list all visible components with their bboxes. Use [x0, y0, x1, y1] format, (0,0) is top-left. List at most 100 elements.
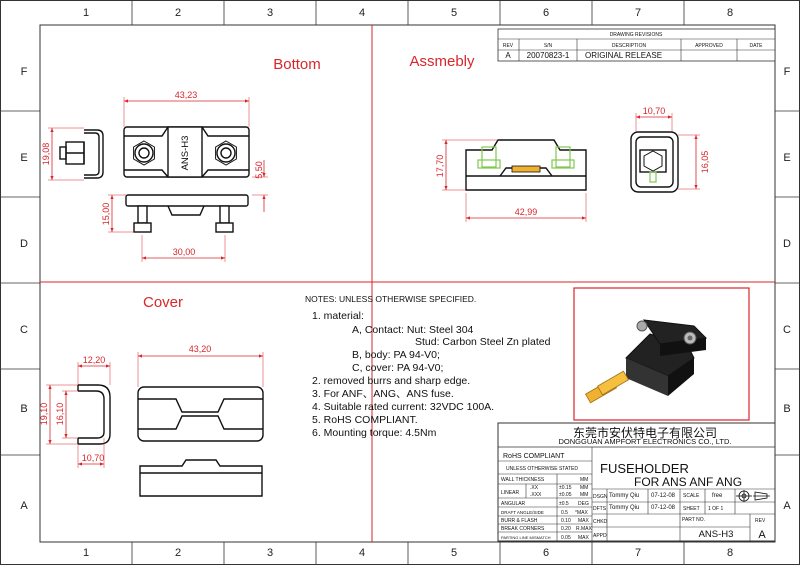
unless-label: UNLESS OTHERWISE STATED	[506, 466, 578, 472]
drawing-title-line2: FOR ANS ANF ANG	[634, 475, 742, 489]
bottom-plan	[123, 126, 250, 178]
view-title-bottom: Bottom	[273, 56, 321, 73]
revision-col-approved: APPROVED	[695, 43, 723, 49]
rev-label: REV	[755, 518, 766, 524]
linear-xx-unit: MM	[580, 485, 588, 491]
revision-table: DRAWING REVISIONS REV S/N DESCRIPTION AP…	[497, 28, 776, 62]
grid-row-C-right: C	[783, 324, 791, 336]
corners-unit: R.MAX	[576, 526, 593, 532]
cover-side	[77, 384, 111, 445]
dim-assembly-width: 42,99	[515, 207, 538, 217]
dfts-name: Tommy Qiu	[609, 505, 639, 511]
dim-bottom-hole-pitch: 30,00	[173, 247, 196, 257]
parting-value: 0.05	[561, 535, 571, 541]
parting-label: PARTING LINE MISMATCH	[501, 535, 551, 540]
grid-col-1: 1	[83, 7, 89, 19]
grid-row-F-right: F	[784, 66, 791, 78]
linear-xxx-unit: MM	[580, 492, 588, 498]
linear-label: LINEAR	[501, 490, 519, 496]
revision-header: DRAWING REVISIONS	[610, 32, 663, 38]
grid-col-1-bottom: 1	[83, 547, 89, 559]
notes-heading: NOTES: UNLESS OTHERWISE SPECIFIED.	[305, 294, 476, 304]
grid-col-5: 5	[451, 7, 457, 19]
grid-row-B-right: B	[783, 403, 790, 415]
grid-col-7: 7	[635, 7, 641, 19]
grid-col-8-bottom: 8	[727, 547, 733, 559]
grid-row-A-right: A	[783, 500, 791, 512]
revision-rev-value: A	[505, 51, 511, 60]
dim-assembly-side-height: 16,05	[700, 151, 710, 174]
appd-label: APPD	[593, 533, 607, 539]
grid-row-labels: F E D C B A F E D C B A	[20, 66, 791, 512]
bottom-part-label: ANS-H3	[180, 136, 191, 171]
linear-xxx-tol: ±0.05	[559, 492, 572, 498]
grid-col-8: 8	[727, 7, 733, 19]
part-no-label: PART NO.	[682, 517, 705, 523]
grid-row-A: A	[20, 500, 28, 512]
revision-col-rev: REV	[503, 43, 514, 49]
dim-bottom-front-height: 15,00	[101, 203, 111, 226]
angular-label: ANGULAR	[501, 501, 526, 507]
bottom-front	[125, 194, 249, 233]
burr-label: BURR & FLASH	[501, 518, 538, 524]
view-title-assembly: Assmebly	[409, 53, 475, 70]
part-number: ANS-H3	[699, 529, 734, 540]
note-line-7: 3. For ANF、ANG、ANS fuse.	[312, 388, 454, 400]
angular-unit: DEG	[578, 501, 589, 507]
company-name-cn: 东莞市安伏特电子有限公司	[573, 425, 717, 440]
notes: NOTES: UNLESS OTHERWISE SPECIFIED. 1. ma…	[305, 294, 551, 439]
dsgn-name: Tommy Qiu	[609, 493, 639, 499]
dim-cover-side-bottom: 10,70	[82, 453, 105, 463]
grid-row-E: E	[20, 152, 27, 164]
scale-label: SCALE	[683, 493, 700, 499]
cover-plan	[137, 386, 264, 442]
grid-col-4: 4	[359, 7, 365, 19]
bottom-side-profile	[59, 129, 104, 179]
view-dividers	[40, 25, 775, 542]
corners-value: 0.20	[561, 526, 571, 532]
sheet-value: 1 OF 1	[708, 506, 724, 512]
revision-col-sn: S/N	[544, 43, 553, 49]
grid-row-B: B	[20, 403, 27, 415]
note-line-2: A, Contact: Nut: Steel 304	[352, 324, 474, 336]
dsgn-date: 07-12-08	[651, 493, 676, 499]
bottom-view: 19,08 ANS-H3 43,23 5,50	[41, 90, 268, 262]
revision-col-desc: DESCRIPTION	[612, 43, 647, 49]
sheet-label: SHEET	[683, 506, 700, 512]
rohs-label: RoHS COMPLIANT	[503, 453, 565, 460]
draft-unit: °MAX	[575, 510, 588, 516]
dfts-date: 07-12-08	[651, 505, 676, 511]
revision-sn-value: 20070823-1	[527, 51, 570, 60]
assembly-front	[465, 139, 587, 191]
dim-cover-side-width: 12,20	[83, 355, 106, 365]
note-line-6: 2. removed burrs and sharp edge.	[312, 375, 470, 387]
grid-row-E-right: E	[783, 152, 790, 164]
parting-unit: MAX	[578, 535, 590, 541]
projection-symbol-icon	[736, 490, 770, 502]
dsgn-label: DSGN	[593, 494, 608, 500]
dim-cover-side-height-inner: 16,10	[55, 403, 65, 426]
linear-xx-tol: ±0.15	[559, 485, 572, 491]
dfts-label: DFTS	[593, 506, 607, 512]
grid-col-2-bottom: 2	[175, 547, 181, 559]
grid-col-6-bottom: 6	[543, 547, 549, 559]
grid-row-D: D	[20, 238, 28, 250]
grid-row-C: C	[20, 324, 28, 336]
drawing-title-line1: FUSEHOLDER	[600, 461, 689, 476]
assembly-side	[630, 131, 679, 193]
wall-thickness-label: WALL THICKNESS	[501, 477, 545, 483]
grid-col-3: 3	[267, 7, 273, 19]
dim-bottom-width: 43,23	[175, 90, 198, 100]
dim-bottom-thickness: 5,50	[254, 161, 264, 179]
grid-col-7-bottom: 7	[635, 547, 641, 559]
note-line-4: B, body: PA 94-V0;	[352, 349, 440, 361]
company-name-en: DONGGUAN AMPFORT ELECTRONICS CO., LTD.	[559, 437, 732, 446]
dim-cover-side-height-outer: 19,10	[39, 403, 49, 426]
dim-assembly-side-width: 10,70	[643, 106, 666, 116]
cover-view: 12,20 19,10 16,10 10,70 43,20	[39, 344, 264, 497]
linear-xxx-label: .XXX	[530, 492, 542, 498]
product-photo	[573, 287, 750, 421]
dim-cover-width: 43,20	[189, 344, 212, 354]
grid-col-5-bottom: 5	[451, 547, 457, 559]
